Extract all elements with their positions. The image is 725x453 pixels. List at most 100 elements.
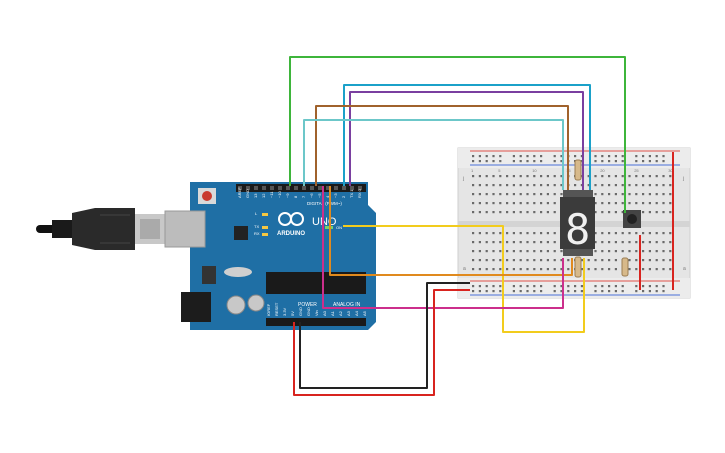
breadboard-hole — [560, 290, 563, 293]
header-pin[interactable] — [294, 186, 298, 190]
header-pin[interactable] — [270, 186, 274, 190]
header-pin[interactable] — [334, 186, 338, 190]
breadboard-hole — [485, 155, 488, 158]
breadboard-hole — [587, 184, 590, 187]
pushbutton-icon[interactable] — [623, 210, 641, 228]
breadboard-hole — [601, 250, 604, 253]
breadboard-hole — [601, 290, 604, 293]
breadboard-hole — [492, 290, 495, 293]
header-pin[interactable] — [286, 186, 290, 190]
breadboard-hole — [492, 155, 495, 158]
breadboard-hole — [533, 184, 536, 187]
breadboard-hole — [560, 160, 563, 163]
breadboard-hole — [472, 160, 475, 163]
header-pin[interactable] — [342, 186, 346, 190]
breadboard-hole — [594, 202, 597, 205]
breadboard-hole — [642, 285, 645, 288]
breadboard-hole — [628, 202, 631, 205]
header-pin[interactable] — [254, 186, 258, 190]
breadboard-hole — [655, 155, 658, 158]
breadboard-hole — [540, 211, 543, 214]
breadboard-hole — [533, 155, 536, 158]
breadboard-hole — [512, 155, 515, 158]
breadboard-hole — [485, 184, 488, 187]
breadboard-hole — [628, 232, 631, 235]
breadboard-hole — [574, 184, 577, 187]
breadboard-hole — [512, 290, 515, 293]
breadboard-hole — [580, 268, 583, 271]
breadboard-hole — [601, 241, 604, 244]
breadboard-hole — [594, 175, 597, 178]
breadboard-hole — [533, 193, 536, 196]
breadboard-hole — [601, 285, 604, 288]
breadboard-hole — [608, 232, 611, 235]
header-pin[interactable] — [246, 186, 250, 190]
breadboard-hole — [540, 250, 543, 253]
wires[interactable] — [289, 56, 674, 396]
column-number: 25 — [634, 168, 639, 173]
breadboard-hole — [478, 160, 481, 163]
power-analog-pin-label: 5V — [290, 311, 295, 316]
breadboard-hole — [608, 259, 611, 262]
breadboard-hole — [621, 155, 624, 158]
breadboard-hole — [546, 250, 549, 253]
header-pin[interactable] — [278, 186, 282, 190]
breadboard-hole — [655, 241, 658, 244]
breadboard-hole — [567, 290, 570, 293]
header-pin[interactable] — [326, 186, 330, 190]
header-pin[interactable] — [318, 186, 322, 190]
breadboard-hole — [533, 259, 536, 262]
breadboard-hole — [669, 193, 672, 196]
header-pin[interactable] — [238, 186, 242, 190]
breadboard-hole — [499, 211, 502, 214]
breadboard-hole — [614, 193, 617, 196]
digital-pin-label: 13 — [253, 193, 258, 198]
breadboard-hole — [526, 211, 529, 214]
breadboard-hole — [648, 211, 651, 214]
breadboard-hole — [526, 290, 529, 293]
breadboard-hole — [499, 155, 502, 158]
breadboard-hole — [540, 184, 543, 187]
analog-label: ANALOG IN — [333, 302, 361, 308]
breadboard-hole — [499, 290, 502, 293]
breadboard-hole — [533, 211, 536, 214]
seven-segment-display[interactable]: 8 — [560, 190, 595, 256]
header-pin[interactable] — [350, 186, 354, 190]
breadboard-hole — [485, 290, 488, 293]
breadboard-hole — [608, 268, 611, 271]
power-analog-pin-label: A3 — [346, 310, 351, 316]
breadboard-hole — [526, 160, 529, 163]
breadboard-hole — [621, 290, 624, 293]
breadboard-hole — [506, 184, 509, 187]
power-analog-pin-label: 3.3V — [282, 307, 287, 316]
breadboard-hole — [546, 193, 549, 196]
breadboard-hole — [492, 175, 495, 178]
breadboard-hole — [546, 241, 549, 244]
reset-button-icon[interactable] — [198, 188, 216, 204]
breadboard-hole — [614, 175, 617, 178]
breadboard-hole — [580, 285, 583, 288]
power-analog-pin-label: A2 — [338, 310, 343, 316]
breadboard-hole — [594, 268, 597, 271]
header-pin[interactable] — [358, 186, 362, 190]
breadboard-hole — [533, 202, 536, 205]
breadboard-hole — [560, 184, 563, 187]
breadboard-hole — [642, 268, 645, 271]
power-analog-pin-label: GND — [298, 307, 303, 316]
header-pin[interactable] — [302, 186, 306, 190]
row-letter: j — [462, 176, 464, 182]
breadboard-hole — [553, 290, 556, 293]
power-analog-pin-label: A5 — [362, 310, 367, 316]
breadboard-hole — [614, 155, 617, 158]
header-pin[interactable] — [262, 186, 266, 190]
usb-cable-icon[interactable] — [36, 208, 165, 250]
breadboard-hole — [655, 175, 658, 178]
breadboard-hole — [519, 232, 522, 235]
breadboard-hole — [608, 211, 611, 214]
header-pin[interactable] — [310, 186, 314, 190]
breadboard-hole — [499, 250, 502, 253]
breadboard-hole — [478, 290, 481, 293]
breadboard-hole — [506, 241, 509, 244]
power-analog-pin-label: A0 — [322, 310, 327, 316]
